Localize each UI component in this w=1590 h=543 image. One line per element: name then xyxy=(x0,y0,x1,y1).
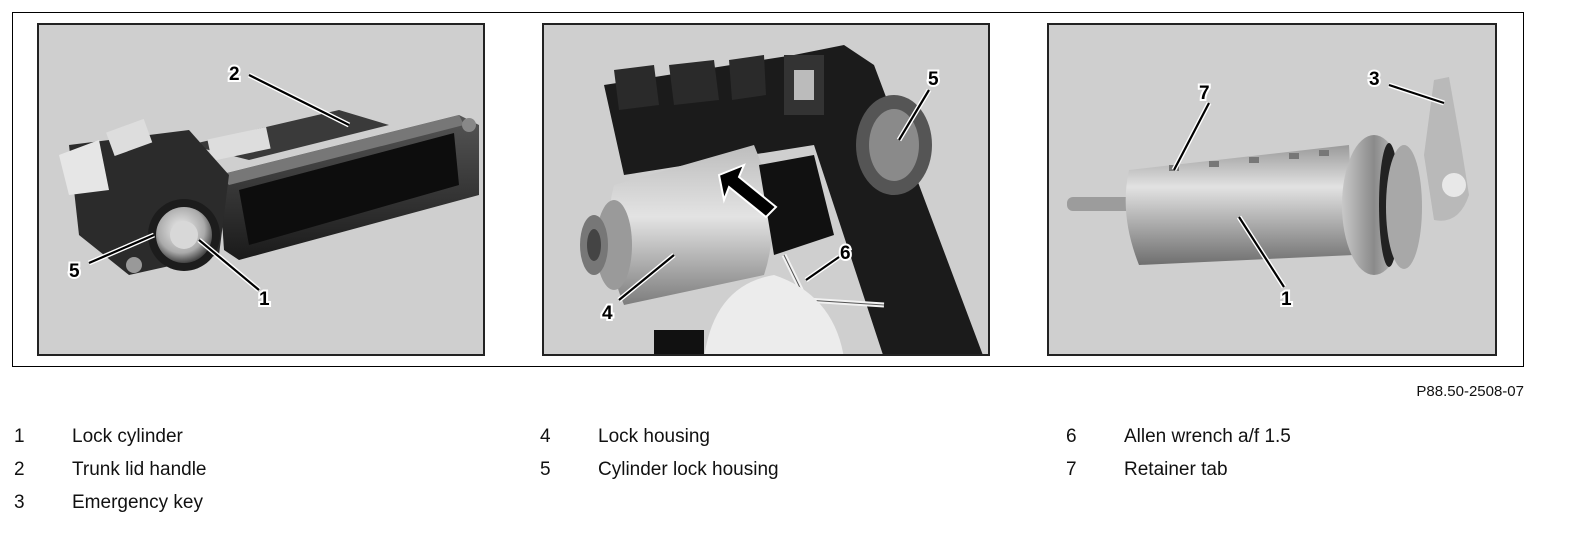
lock-housing-illustration xyxy=(580,45,983,354)
callout-label: 4 xyxy=(602,303,613,324)
photo-panel-handle: 2 5 1 xyxy=(37,23,485,356)
callout-label: 2 xyxy=(229,64,240,85)
legend-number: 4 xyxy=(540,426,551,447)
handle-assembly-illustration xyxy=(59,72,479,292)
handle-callouts: 2 5 1 xyxy=(67,62,272,312)
legend-number: 3 xyxy=(14,492,25,513)
figure-frame: 2 5 1 xyxy=(12,12,1524,367)
legend-text: Allen wrench a/f 1.5 xyxy=(1124,426,1291,447)
callout-label: 5 xyxy=(69,261,80,282)
legend-text: Emergency key xyxy=(72,492,203,513)
legend-number: 2 xyxy=(14,459,25,480)
legend-text: Lock cylinder xyxy=(72,426,183,447)
legend-text: Lock housing xyxy=(598,426,710,447)
lock-housing-callouts: 5 6 4 xyxy=(600,67,941,326)
legend-text: Retainer tab xyxy=(1124,459,1228,480)
lock-cylinder-illustration xyxy=(1067,77,1469,289)
callout-label: 3 xyxy=(1369,69,1380,90)
callout-label: 1 xyxy=(1281,289,1292,310)
legend-number: 5 xyxy=(540,459,551,480)
lock-cylinder-callouts: 7 3 1 xyxy=(1197,67,1382,312)
callout-label: 1 xyxy=(259,289,270,310)
legend-number: 1 xyxy=(14,426,25,447)
callout-label: 6 xyxy=(840,243,851,264)
callout-label: 5 xyxy=(928,69,939,90)
legend-text: Cylinder lock housing xyxy=(598,459,779,480)
legend-number: 7 xyxy=(1066,459,1077,480)
photo-panel-lock-cylinder: 7 3 1 xyxy=(1047,23,1497,356)
legend-text: Trunk lid handle xyxy=(72,459,207,480)
photo-panel-lock-housing: 5 6 4 xyxy=(542,23,990,356)
legend-number: 6 xyxy=(1066,426,1077,447)
figure-reference: P88.50-2508-07 xyxy=(1416,383,1524,400)
callout-label: 7 xyxy=(1199,83,1210,104)
